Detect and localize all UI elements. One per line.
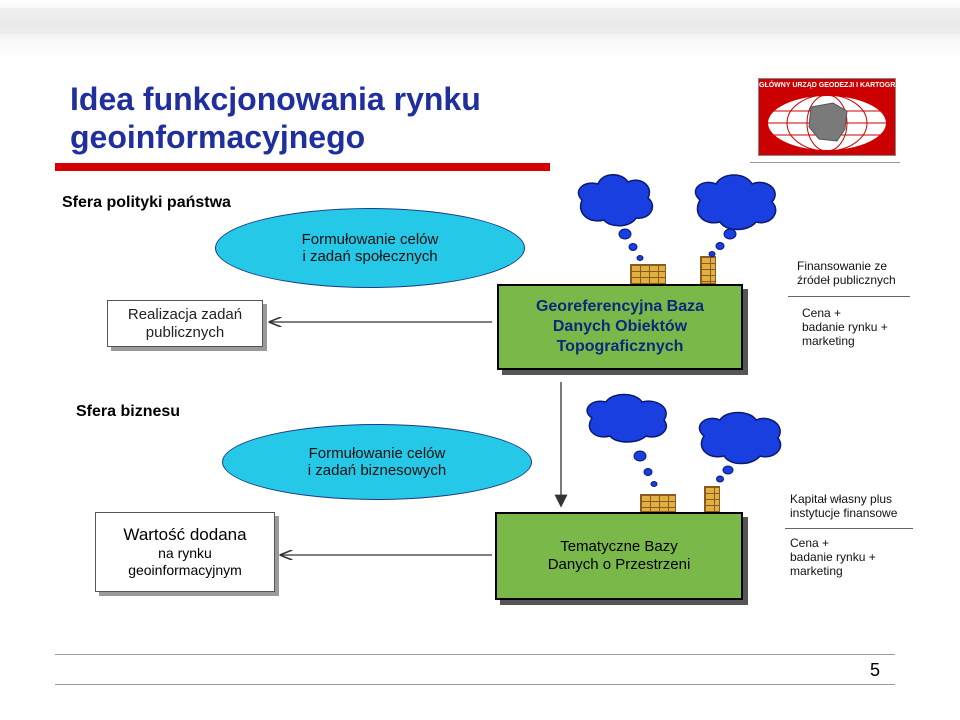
chimney-right-state <box>700 256 716 284</box>
footer-line-bottom <box>55 684 895 685</box>
thematic-db-line1: Tematyczne Bazy <box>560 538 678 555</box>
state-price-text: Cena + badanie rynku + marketing <box>802 306 888 348</box>
business-side-separator <box>785 528 913 529</box>
business-capital-text: Kapitał własny plus instytucje finansowe <box>790 492 897 520</box>
smoke-puff <box>628 243 638 251</box>
state-goals-ellipse: Formułowanie celów i zadań społecznych <box>215 208 525 288</box>
smoke-puff <box>633 450 647 462</box>
topo-db-line3: Topograficznych <box>556 338 684 355</box>
public-tasks-box: Realizacja zadań publicznych <box>107 300 263 347</box>
state-financing-line2: źródeł publicznych <box>797 273 896 287</box>
state-goals-line2: i zadań społecznych <box>302 248 438 265</box>
state-side-separator <box>788 296 910 297</box>
smoke-puff <box>716 475 724 483</box>
smoke-puff <box>650 481 658 487</box>
smoke-puff <box>715 242 725 250</box>
title-underline <box>55 163 550 171</box>
state-price-line3: marketing <box>802 334 855 348</box>
thematic-database-box: Tematyczne Bazy Danych o Przestrzeni <box>495 512 743 600</box>
business-capital-line2: instytucje finansowe <box>790 506 898 520</box>
smoke-puff <box>723 228 737 240</box>
chimney-right-business <box>704 486 720 512</box>
business-price-text: Cena + badanie rynku + marketing <box>790 536 876 578</box>
smoke-puff <box>618 228 632 240</box>
gugik-logo: GŁÓWNY URZĄD GEODEZJI I KARTOGRAFII <box>758 78 909 156</box>
business-goals-line1: Formułowanie celów <box>308 445 446 462</box>
business-price-line1: Cena + <box>790 536 830 550</box>
cloud-icon <box>577 174 654 227</box>
topo-db-line1: Georeferencyjna Baza <box>535 298 705 315</box>
top-decoration-bar <box>0 0 960 58</box>
public-tasks-line1: Realizacja zadań <box>127 305 243 323</box>
business-capital-line1: Kapitał własny plus <box>790 492 893 506</box>
smoke-puff <box>643 468 653 476</box>
business-price-line2: badanie rynku + <box>790 550 876 564</box>
state-price-line1: Cena + <box>802 306 842 320</box>
topographic-database-box: Georeferencyjna Baza Danych Obiektów Top… <box>497 284 743 370</box>
added-value-line3: geoinformacyjnym <box>128 562 242 578</box>
slide-title-line2: geoinformacyjnego <box>70 119 366 155</box>
state-price-line2: badanie rynku + <box>802 320 888 334</box>
logo-divider <box>750 162 900 163</box>
state-financing-line1: Finansowanie ze <box>797 259 888 273</box>
smoke-puff <box>636 255 644 261</box>
state-financing-text: Finansowanie ze źródeł publicznych <box>797 259 896 287</box>
added-value-box: Wartość dodana na rynku geoinformacyjnym <box>95 512 275 592</box>
state-goals-line1: Formułowanie celów <box>301 231 439 248</box>
top-stripe <box>0 8 960 34</box>
business-sphere-label: Sfera biznesu <box>76 403 181 420</box>
cloud-icon <box>694 174 777 231</box>
cloud-icon <box>698 411 782 465</box>
business-price-line3: marketing <box>790 564 843 578</box>
chimney-left-business <box>640 494 676 512</box>
page-number: 5 <box>870 660 881 680</box>
chimney-left-state <box>630 264 666 284</box>
logo-text: GŁÓWNY URZĄD GEODEZJI I KARTOGRAFII <box>759 82 909 89</box>
thematic-db-line2: Danych o Przestrzeni <box>547 556 691 573</box>
added-value-line2: na rynku <box>158 545 212 561</box>
topo-db-line2: Danych Obiektów <box>552 318 688 335</box>
slide-title: Idea funkcjonowania rynku geoinformacyjn… <box>70 80 630 156</box>
footer-line-top <box>55 654 895 655</box>
smoke-puff <box>722 465 734 475</box>
business-goals-line2: i zadań biznesowych <box>307 462 447 479</box>
state-sphere-label: Sfera polityki państwa <box>62 194 231 211</box>
smoke-puff <box>708 251 716 257</box>
cloud-icon <box>586 393 667 443</box>
public-tasks-line2: publicznych <box>145 323 225 341</box>
added-value-line1: Wartość dodana <box>123 525 247 544</box>
business-goals-ellipse: Formułowanie celów i zadań biznesowych <box>222 424 532 500</box>
slide-title-line1: Idea funkcjonowania rynku <box>70 81 481 117</box>
globe-icon <box>766 94 888 152</box>
